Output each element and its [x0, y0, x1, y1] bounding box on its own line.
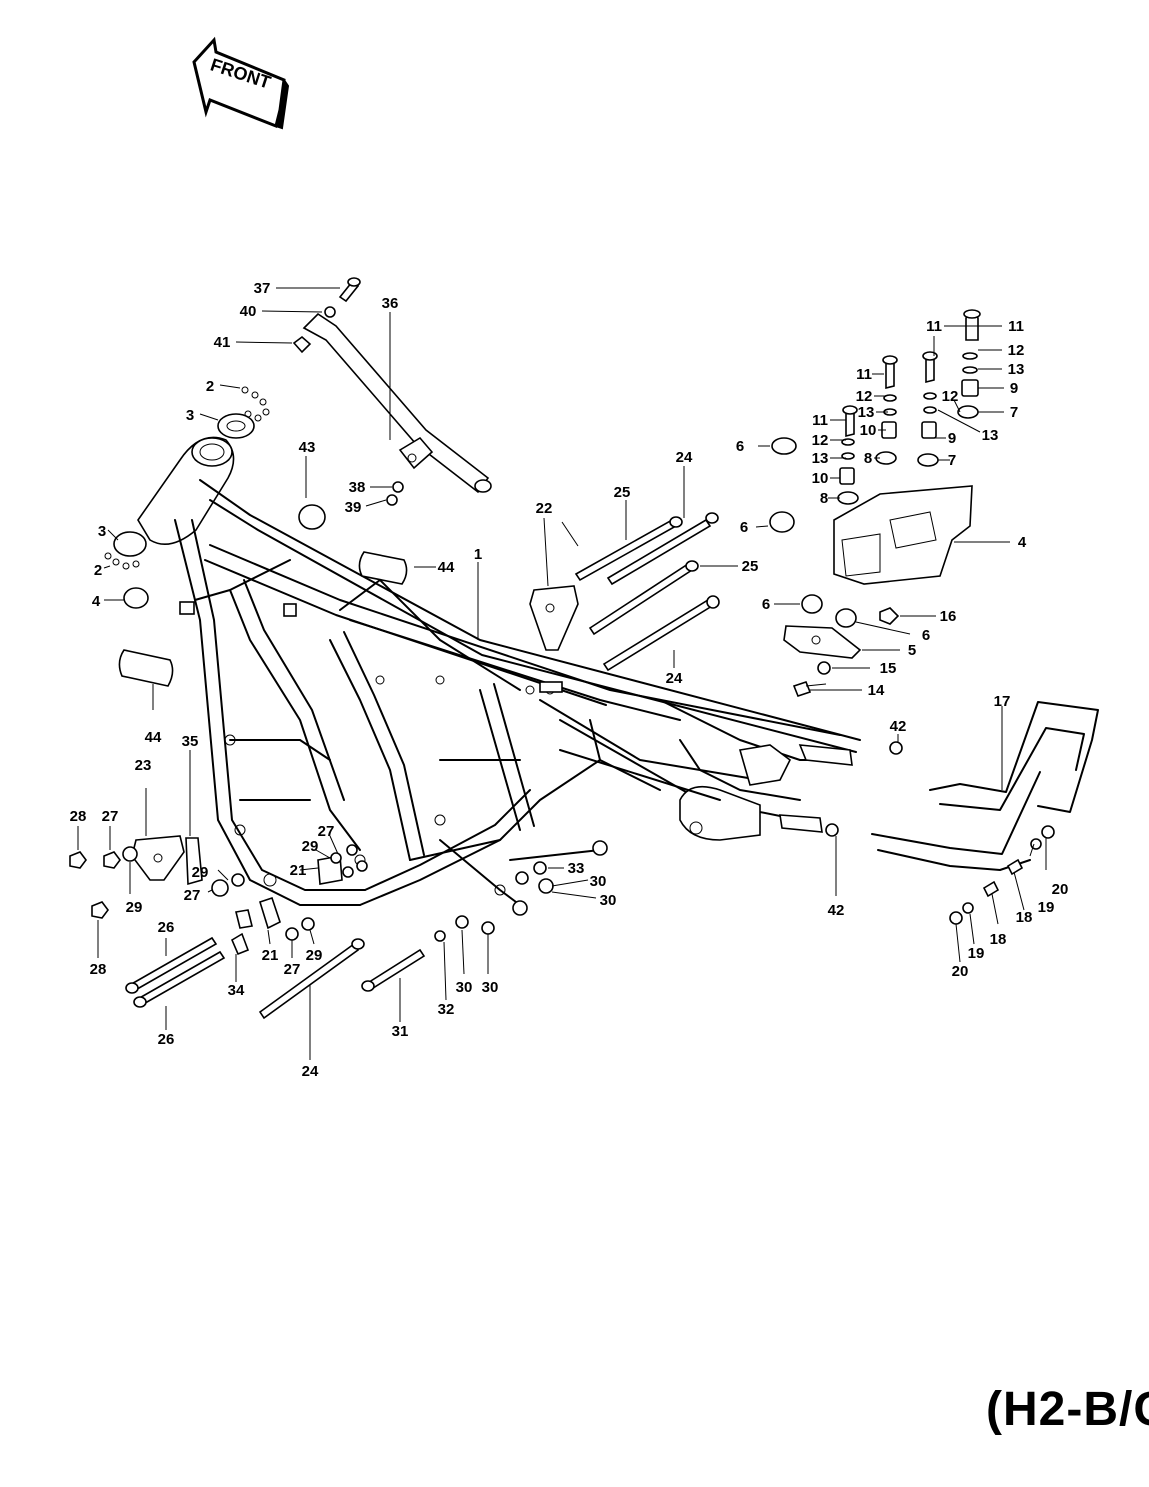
callout-label: 22 [536, 500, 553, 517]
callout-label: 12 [856, 388, 873, 405]
callout-label: 13 [1008, 361, 1025, 378]
callout-label: 20 [1052, 881, 1069, 898]
callout-label: 44 [438, 559, 455, 576]
callout-label: 43 [299, 439, 316, 456]
callout-label: 15 [880, 660, 897, 677]
callout-label: 7 [1010, 404, 1018, 421]
callout-label: 21 [290, 862, 307, 879]
callout-label: 3 [186, 407, 194, 424]
callout-label: 24 [666, 670, 683, 687]
callout-label: 13 [812, 450, 829, 467]
leader-lines [77, 287, 1047, 1060]
callout-label: 6 [740, 519, 748, 536]
callout-label: 4 [92, 593, 101, 610]
callout-label: 6 [922, 627, 930, 644]
callout-label: 26 [158, 1031, 175, 1048]
callout-label: 17 [994, 693, 1011, 710]
callout-label: 24 [676, 449, 693, 466]
callout-label: 11 [926, 318, 942, 335]
callout-label: 36 [382, 295, 399, 312]
callout-label: 14 [868, 682, 885, 699]
callout-label: 35 [182, 733, 199, 750]
callout-label: 8 [820, 490, 828, 507]
callout-label: 9 [948, 430, 956, 447]
callout-label: 30 [482, 979, 499, 996]
callout-label: 2 [94, 562, 102, 579]
callout-label: 19 [968, 945, 985, 962]
callout-label: 6 [736, 438, 744, 455]
callout-label: 13 [982, 427, 999, 444]
callout-label: 12 [812, 432, 829, 449]
callout-label: 10 [860, 422, 877, 439]
callout-label: 23 [135, 757, 152, 774]
callout-label: 31 [392, 1023, 409, 1040]
callout-label: 27 [318, 823, 335, 840]
callout-label: 11 [812, 412, 828, 429]
callout-label: 16 [940, 608, 957, 625]
callout-label: 27 [184, 887, 201, 904]
callout-label: 10 [812, 470, 829, 487]
callout-label: 40 [240, 303, 257, 320]
callout-label: 30 [600, 892, 617, 909]
model-code: (H2-B/C [986, 1383, 1149, 1436]
handlebar [302, 312, 492, 494]
callout-label: 42 [890, 718, 907, 735]
callout-label: 29 [126, 899, 143, 916]
callout-label: 34 [228, 982, 245, 999]
callout-label: 7 [948, 452, 956, 469]
parts [69, 277, 1099, 1020]
callout-label: 18 [1016, 909, 1033, 926]
callout-label: 30 [590, 873, 607, 890]
front-arrow-icon: FRONT [192, 36, 290, 130]
callout-label: 27 [284, 961, 301, 978]
callout-label: 26 [158, 919, 175, 936]
callout-label: 24 [302, 1063, 319, 1080]
callout-label: 11 [856, 366, 872, 383]
callout-label: 13 [858, 404, 875, 421]
callout-label: 29 [192, 864, 209, 881]
callout-label: 42 [828, 902, 845, 919]
callout-label: 32 [438, 1001, 455, 1018]
callout-label: 28 [90, 961, 107, 978]
callout-label: 25 [742, 558, 759, 575]
callout-label: 12 [942, 388, 959, 405]
callout-label: 6 [762, 596, 770, 613]
callout-label: 5 [908, 642, 916, 659]
callout-label: 28 [70, 808, 87, 825]
callout-labels: 37 40 41 36 2 3 43 38 39 3 2 4 44 1 22 2… [70, 280, 1069, 1080]
callout-label: 8 [864, 450, 872, 467]
callout-label: 3 [98, 523, 106, 540]
callout-label: 18 [990, 931, 1007, 948]
main-frame [137, 436, 861, 916]
callout-label: 25 [614, 484, 631, 501]
callout-label: 27 [102, 808, 119, 825]
callout-label: 29 [302, 838, 319, 855]
callout-label: 38 [349, 479, 366, 496]
callout-label: 29 [306, 947, 323, 964]
callout-label: 19 [1038, 899, 1055, 916]
callout-label: 9 [1010, 380, 1018, 397]
callout-label: 2 [206, 378, 214, 395]
callout-label: 11 [1008, 318, 1024, 335]
callout-label: 44 [145, 729, 162, 746]
callout-label: 1 [474, 546, 482, 563]
callout-label: 39 [345, 499, 362, 516]
callout-label: 21 [262, 947, 279, 964]
callout-label: 41 [214, 334, 231, 351]
callout-label: 30 [456, 979, 473, 996]
callout-label: 20 [952, 963, 969, 980]
callout-label: 33 [568, 860, 585, 877]
callout-label: 4 [1018, 534, 1027, 551]
callout-label: 37 [254, 280, 271, 297]
callout-label: 12 [1008, 342, 1025, 359]
